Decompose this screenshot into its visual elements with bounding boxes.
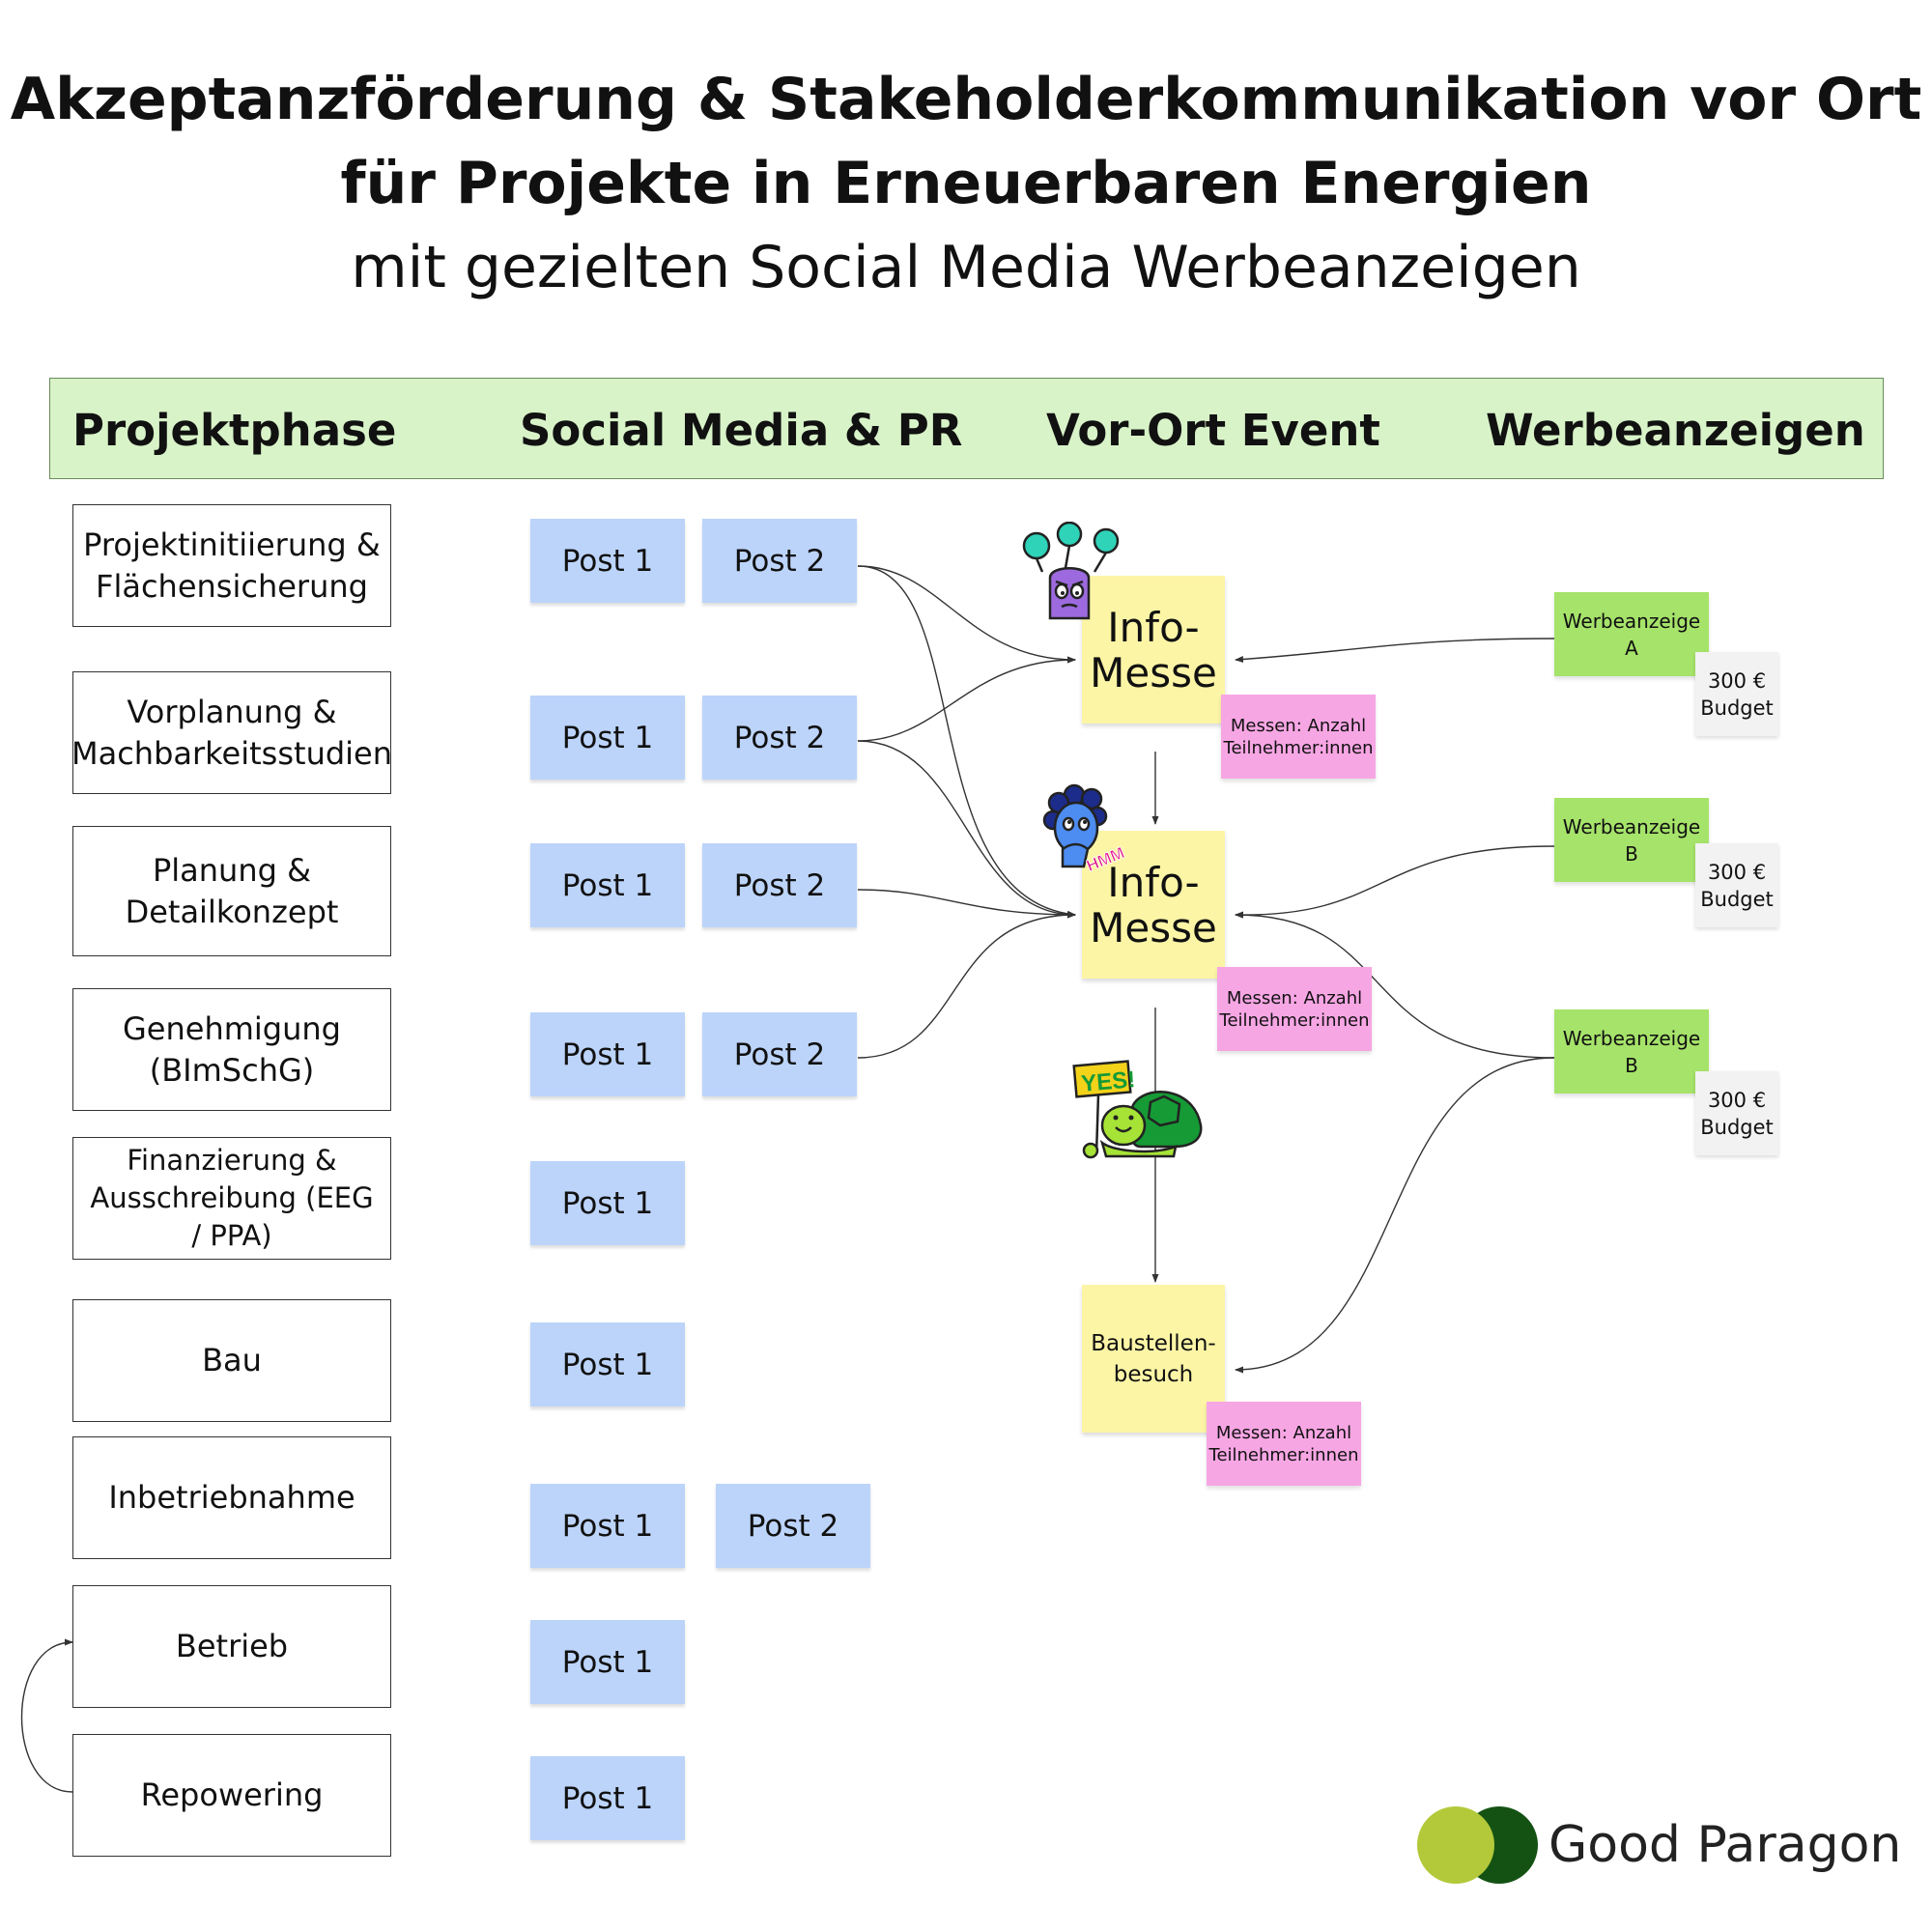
question-character-sticker-icon [1022,522,1120,620]
header-projektphase: Projektphase [72,405,397,456]
post-1-r7: Post 1 [530,1484,685,1568]
post-1-r6: Post 1 [530,1322,685,1406]
post-2-r3: Post 2 [702,843,857,927]
post-1-r3: Post 1 [530,843,685,927]
arrow-post-r1-to-infomesse-2 [857,565,1076,918]
thinking-character-sticker-icon: HMM [1042,783,1127,874]
arrow-post-r2-to-infomesse-1 [857,656,1076,742]
post-1-r9: Post 1 [530,1756,685,1840]
measure-note-2: Messen: Anzahl Teilnehmer:innen [1217,967,1372,1051]
phase-vorplanung: Vorplanung & Machbarkeitsstudien [71,671,392,794]
arrow-post-r1-to-infomesse-1 [857,565,1076,664]
budget-b-1: 300 € Budget [1695,843,1778,927]
sticker-yes-text: YES! [1080,1066,1136,1097]
phase-bau: Bau [72,1299,391,1422]
post-2-r4: Post 2 [702,1012,857,1096]
ad-werbeanzeige-b-1: Werbeanzeige B [1554,798,1709,882]
phase-genehmigung: Genehmigung (BImSchG) [72,988,391,1111]
event-infomesse-2: Info- Messe [1082,831,1225,979]
brand-name: Good Paragon [1548,1816,1902,1874]
arrow-ad-b2-to-infomesse-2 [1235,911,1555,1059]
arrow-repowering-to-betrieb [20,1638,73,1793]
post-1-r8: Post 1 [530,1620,685,1704]
column-header-band [49,378,1884,479]
title-line-2: für Projekte in Erneuerbaren Energien [340,150,1592,217]
post-2-r1: Post 2 [702,519,857,603]
arrow-post-r4-to-infomesse-2 [857,911,1076,1059]
phase-planung: Planung & Detailkonzept [72,826,391,956]
measure-note-1: Messen: Anzahl Teilnehmer:innen [1221,695,1376,779]
header-vor-ort-event: Vor-Ort Event [1046,405,1380,456]
post-2-r2: Post 2 [702,696,857,780]
phase-repowering: Repowering [72,1734,391,1857]
phase-betrieb: Betrieb [72,1585,391,1708]
post-2-r7: Post 2 [716,1484,870,1568]
ad-werbeanzeige-b-2: Werbeanzeige B [1554,1009,1709,1094]
post-1-r5: Post 1 [530,1161,685,1245]
budget-b-2: 300 € Budget [1695,1071,1778,1155]
budget-a: 300 € Budget [1695,652,1778,736]
header-social-media: Social Media & PR [520,405,963,456]
title-line-1: Akzeptanzförderung & Stakeholderkommunik… [10,66,1922,133]
good-paragon-logo-icon [1417,1806,1538,1884]
post-1-r1: Post 1 [530,519,685,603]
measure-note-3: Messen: Anzahl Teilnehmer:innen [1207,1402,1361,1486]
subtitle: mit gezielten Social Media Werbeanzeigen [351,234,1581,301]
arrow-ad-a-to-infomesse-1 [1235,638,1555,663]
header-werbeanzeigen: Werbeanzeigen [1486,405,1865,456]
ad-werbeanzeige-a: Werbeanzeige A [1554,592,1709,676]
arrow-ad-b1-to-infomesse-2 [1235,845,1555,919]
event-baustellenbesuch: Baustellen- besuch [1082,1285,1225,1433]
post-1-r4: Post 1 [530,1012,685,1096]
post-1-r2: Post 1 [530,696,685,780]
arrow-post-r3-to-infomesse-2 [857,889,1076,919]
turtle-yes-sticker-icon: YES! [1072,1060,1203,1159]
phase-finanzierung: Finanzierung & Ausschreibung (EEG / PPA) [72,1137,391,1260]
arrow-post-r2-to-infomesse-2 [857,740,1076,919]
event-infomesse-1: Info- Messe [1082,576,1225,724]
phase-projektinitiierung: Projektinitiierung & Flächensicherung [72,504,391,627]
arrow-ad-b2-to-site [1235,1057,1555,1374]
phase-inbetriebnahme: Inbetriebnahme [72,1436,391,1559]
